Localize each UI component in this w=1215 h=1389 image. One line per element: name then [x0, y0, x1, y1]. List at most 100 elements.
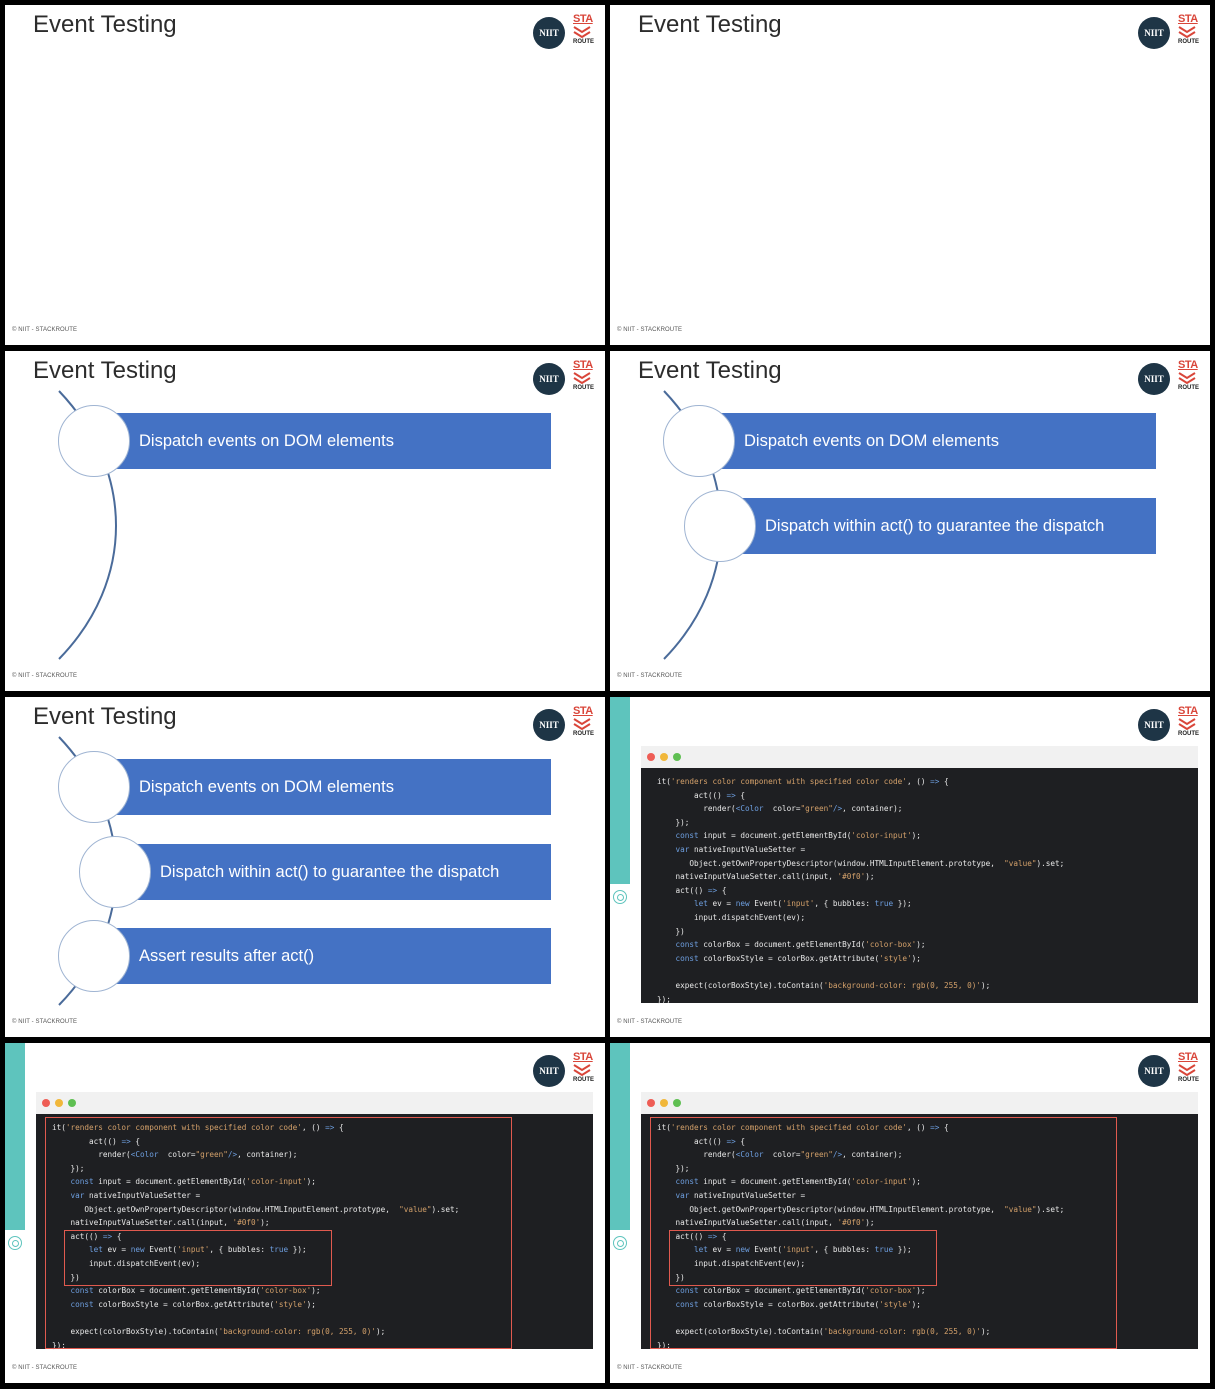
- niit-logo: NIIT: [1138, 17, 1170, 49]
- code-line: var nativeInputValueSetter =: [675, 844, 806, 854]
- step-bar-2[interactable]: Dispatch within act() to guarantee the d…: [116, 844, 551, 900]
- highlight-box-act: [669, 1230, 937, 1286]
- niit-logo: NIIT: [533, 1055, 565, 1087]
- stackroute-logo-bottom: ROUTE: [1178, 385, 1199, 391]
- niit-logo: NIIT: [1138, 709, 1170, 741]
- minimize-dot-icon[interactable]: [660, 753, 668, 761]
- niit-logo: NIIT: [1138, 363, 1170, 395]
- stackroute-logo-top: STA: [573, 359, 593, 371]
- code-line: let ev = new Event('input', { bubbles: t…: [89, 1245, 307, 1255]
- code-line: it('renders color component with specifi…: [657, 1123, 949, 1132]
- code-line: nativeInputValueSetter.call(input, '#0f0…: [657, 1218, 875, 1228]
- teal-accent-strip: [610, 697, 630, 884]
- ring-icon: [613, 890, 627, 904]
- step-label-2: Dispatch within act() to guarantee the d…: [765, 516, 1105, 535]
- close-dot-icon[interactable]: [42, 1099, 50, 1107]
- slide-8[interactable]: NIIT STA ROUTE it('renders color compone…: [610, 1043, 1210, 1383]
- stackroute-chevron-icon: [1178, 1064, 1196, 1076]
- code-line: let ev = new Event('input', { bubbles: t…: [694, 899, 912, 909]
- code-line: }): [657, 1272, 685, 1282]
- stackroute-logo-bottom: ROUTE: [1178, 39, 1199, 45]
- stackroute-chevron-icon: [1178, 372, 1196, 384]
- stackroute-chevron-icon: [1178, 26, 1196, 38]
- logos: NIIT STA ROUTE: [533, 1051, 597, 1091]
- niit-logo: NIIT: [533, 17, 565, 49]
- stackroute-chevron-icon: [573, 1064, 591, 1076]
- maximize-dot-icon[interactable]: [68, 1099, 76, 1107]
- close-dot-icon[interactable]: [647, 753, 655, 761]
- step-bar-1[interactable]: Dispatch events on DOM elements: [95, 759, 551, 815]
- slide-footer: © NIIT - STACKROUTE: [617, 327, 683, 333]
- step-circle-1: [663, 405, 735, 477]
- code-line: act(() => {: [52, 1136, 140, 1146]
- slide-title: Event Testing: [33, 703, 177, 730]
- step-bar-3[interactable]: Assert results after act(): [95, 928, 551, 984]
- stackroute-logo-top: STA: [1178, 1051, 1198, 1063]
- logos: NIIT STA ROUTE: [1138, 1051, 1202, 1091]
- code-line: input.dispatchEvent(ev);: [52, 1258, 201, 1268]
- code-line: });: [657, 1163, 690, 1173]
- code-line: act(() => {: [657, 885, 727, 895]
- code-window-titlebar: [641, 746, 1198, 768]
- niit-logo: NIIT: [1138, 1055, 1170, 1087]
- code-line: nativeInputValueSetter.call(input, '#0f0…: [657, 872, 875, 882]
- stackroute-logo: STA ROUTE: [571, 705, 594, 741]
- minimize-dot-icon[interactable]: [660, 1099, 668, 1107]
- highlight-box-test: [650, 1117, 1117, 1349]
- code-line: input.dispatchEvent(ev);: [657, 1258, 806, 1268]
- logos: NIIT STA ROUTE: [533, 13, 597, 53]
- ring-icon: [613, 1236, 627, 1250]
- slide-5[interactable]: Event Testing NIIT STA ROUTE Dispatch ev…: [5, 697, 605, 1037]
- code-window: it('renders color component with specifi…: [641, 746, 1198, 1004]
- slide-footer: © NIIT - STACKROUTE: [12, 673, 78, 679]
- slide-2[interactable]: Event Testing NIIT STA ROUTE © NIIT - ST…: [610, 5, 1210, 345]
- step-label-1: Dispatch events on DOM elements: [139, 431, 394, 450]
- highlight-box-act: [64, 1230, 332, 1286]
- timeline-arc: [58, 390, 117, 660]
- close-dot-icon[interactable]: [647, 1099, 655, 1107]
- step-bar-1[interactable]: Dispatch events on DOM elements: [700, 413, 1156, 469]
- stackroute-logo-bottom: ROUTE: [573, 731, 594, 737]
- ring-icon: [8, 1236, 22, 1250]
- code-line: expect(colorBoxStyle).toContain('backgro…: [657, 1326, 991, 1336]
- teal-accent-strip: [5, 1043, 25, 1230]
- code-line: });: [657, 1340, 671, 1350]
- slide-7[interactable]: NIIT STA ROUTE it('renders color compone…: [5, 1043, 605, 1383]
- slide-6[interactable]: NIIT STA ROUTE it('renders color compone…: [610, 697, 1210, 1037]
- slide-4[interactable]: Event Testing NIIT STA ROUTE Dispatch ev…: [610, 351, 1210, 691]
- code-line: const colorBox = document.getElementById…: [70, 1286, 321, 1296]
- slide-1[interactable]: Event Testing NIIT STA ROUTE © NIIT - ST…: [5, 5, 605, 345]
- slide-footer: © NIIT - STACKROUTE: [617, 1019, 683, 1025]
- step-bar-1[interactable]: Dispatch events on DOM elements: [95, 413, 551, 469]
- stackroute-logo-top: STA: [573, 1051, 593, 1063]
- step-bar-2[interactable]: Dispatch within act() to guarantee the d…: [721, 498, 1156, 554]
- code-line: it('renders color component with specifi…: [657, 777, 949, 786]
- code-line: render(<Color color="green"/>, container…: [657, 1150, 903, 1160]
- step-label-2: Dispatch within act() to guarantee the d…: [160, 862, 500, 881]
- slide-title: Event Testing: [638, 357, 782, 384]
- step-circle-2: [79, 836, 151, 908]
- maximize-dot-icon[interactable]: [673, 753, 681, 761]
- code-line: expect(colorBoxStyle).toContain('backgro…: [657, 980, 991, 990]
- slide-3[interactable]: Event Testing NIIT STA ROUTE Dispatch ev…: [5, 351, 605, 691]
- slide-title: Event Testing: [33, 11, 177, 38]
- step-label-3: Assert results after act(): [139, 946, 315, 965]
- stackroute-chevron-icon: [573, 26, 591, 38]
- niit-logo: NIIT: [533, 709, 565, 741]
- code-line: render(<Color color="green"/>, container…: [52, 1150, 298, 1160]
- maximize-dot-icon[interactable]: [673, 1099, 681, 1107]
- code-line: const colorBoxStyle = colorBox.getAttrib…: [675, 953, 921, 963]
- stackroute-chevron-icon: [1178, 718, 1196, 730]
- code-line: const input = document.getElementById('c…: [675, 1177, 921, 1187]
- step-circle-1: [58, 405, 130, 477]
- stackroute-logo-bottom: ROUTE: [573, 1077, 594, 1083]
- code-line: const input = document.getElementById('c…: [70, 1177, 316, 1187]
- step-label-1: Dispatch events on DOM elements: [744, 431, 999, 450]
- code-line: Object.getOwnPropertyDescriptor(window.H…: [52, 1204, 460, 1214]
- step-circle-1: [58, 751, 130, 823]
- minimize-dot-icon[interactable]: [55, 1099, 63, 1107]
- step-circle-3: [58, 920, 130, 992]
- logos: NIIT STA ROUTE: [533, 705, 597, 745]
- slide-footer: © NIIT - STACKROUTE: [617, 673, 683, 679]
- code-line: expect(colorBoxStyle).toContain('backgro…: [52, 1326, 386, 1336]
